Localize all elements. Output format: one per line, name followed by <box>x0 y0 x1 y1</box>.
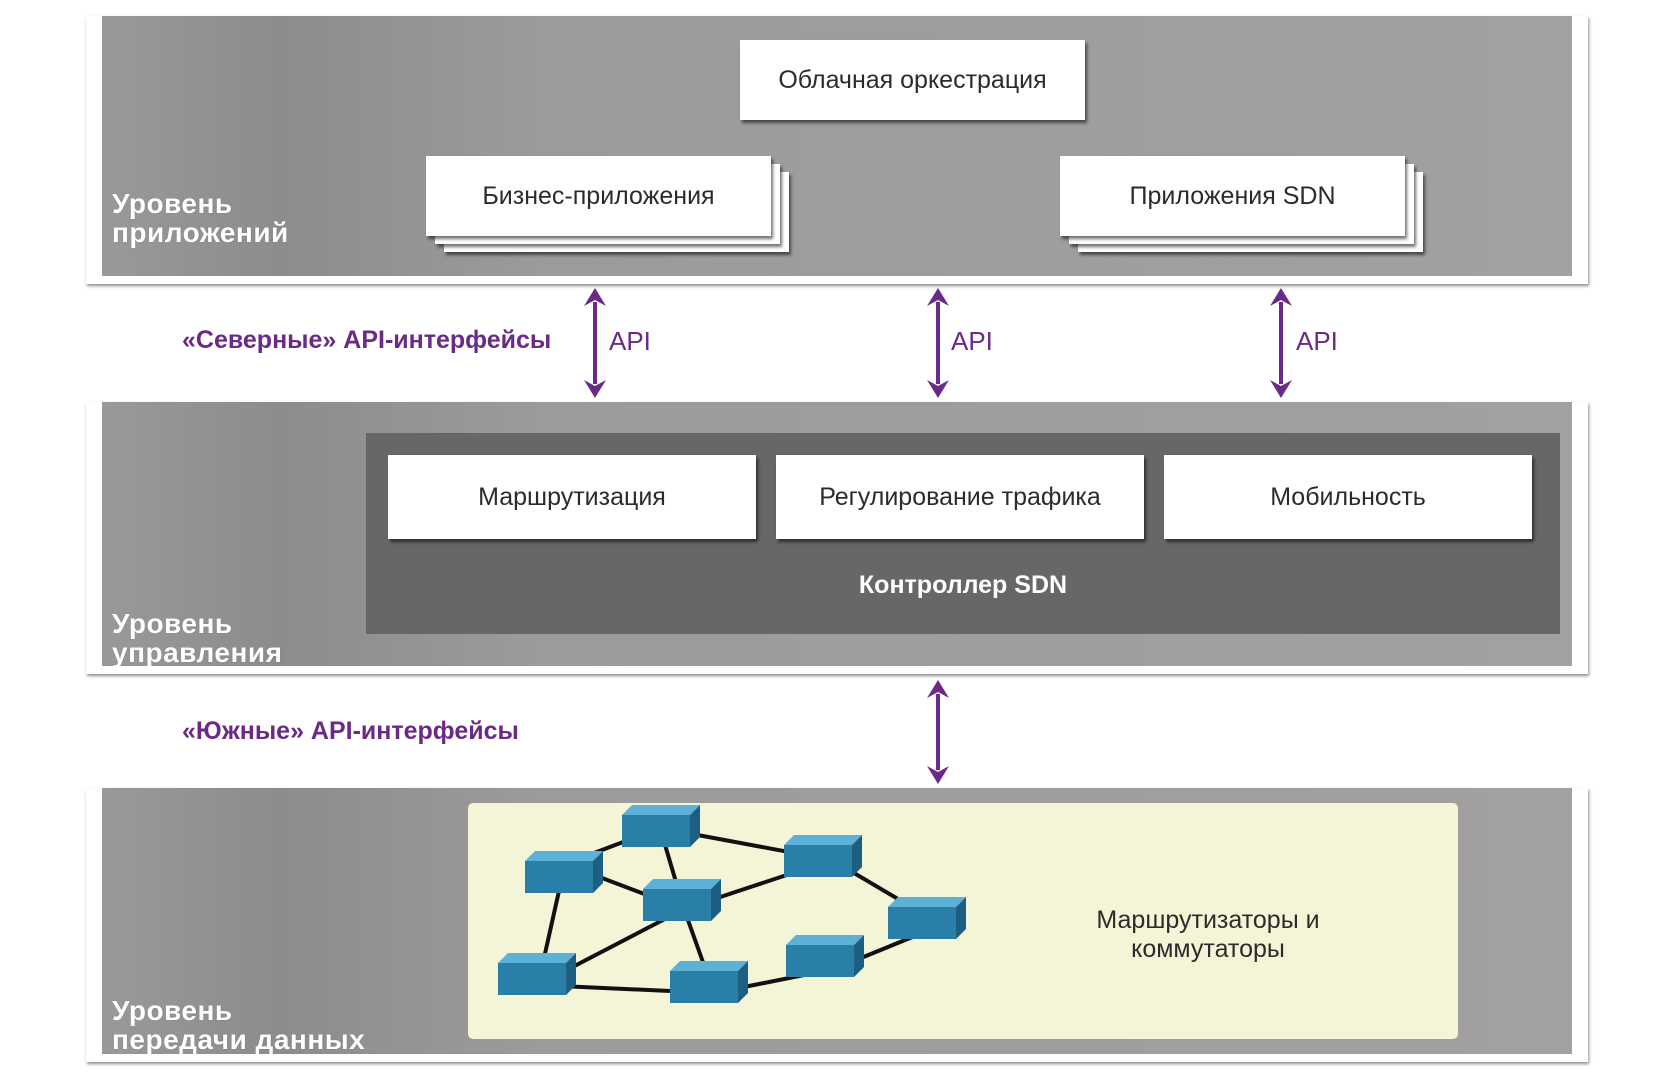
traffic-engineering-box[interactable]: Регулирование трафика <box>776 455 1144 539</box>
network-topology <box>498 805 966 1003</box>
mobility-service-label: Мобильность <box>1270 482 1426 511</box>
sdn-controller[interactable]: Маршрутизация Регулирование трафика Моби… <box>366 433 1560 634</box>
mobility-service-box[interactable]: Мобильность <box>1164 455 1532 539</box>
southbound-api-label: «Южные» API-интерфейсы <box>182 717 519 745</box>
northbound-api-label: «Северные» API-интерфейсы <box>182 326 552 354</box>
switch-3-icon <box>784 835 862 877</box>
business-apps-box[interactable]: Бизнес-приложения <box>426 156 771 236</box>
application-layer: Облачная оркестрация Бизнес-приложения П… <box>86 16 1588 284</box>
routing-service-box[interactable]: Маршрутизация <box>388 455 756 539</box>
data-layer: Маршрутизаторы и коммутаторы Уровень пер… <box>86 788 1588 1062</box>
network-devices-panel: Маршрутизаторы и коммутаторы <box>468 803 1458 1039</box>
switch-2-icon <box>525 851 603 893</box>
northbound-arrow-1 <box>584 288 606 398</box>
cloud-orchestration-label: Облачная оркестрация <box>778 65 1047 94</box>
sdn-apps-box[interactable]: Приложения SDN <box>1060 156 1405 236</box>
control-layer-title: Уровень управления <box>112 609 282 666</box>
switch-7-icon <box>786 935 864 977</box>
switch-8-icon <box>670 961 748 1003</box>
application-layer-panel: Облачная оркестрация Бизнес-приложения П… <box>102 16 1572 276</box>
control-layer-panel: Маршрутизация Регулирование трафика Моби… <box>102 402 1572 666</box>
routers-switches-label-line1: Маршрутизаторы и <box>1096 906 1320 934</box>
business-apps-label: Бизнес-приложения <box>482 181 715 210</box>
application-layer-title-line1: Уровень <box>112 188 233 219</box>
switch-1-icon <box>622 805 700 847</box>
switch-6-icon <box>498 953 576 995</box>
data-layer-title: Уровень передачи данных <box>112 996 365 1054</box>
control-layer-title-line2: управления <box>112 637 283 666</box>
cloud-orchestration-box[interactable]: Облачная оркестрация <box>740 40 1085 120</box>
southbound-arrow <box>927 680 949 784</box>
switch-5-icon <box>888 897 966 939</box>
northbound-api-text-2: API <box>951 326 993 356</box>
control-layer-title-line1: Уровень <box>112 608 233 639</box>
data-layer-title-line1: Уровень <box>112 995 233 1026</box>
northbound-arrow-3 <box>1270 288 1292 398</box>
sdn-apps-label: Приложения SDN <box>1129 181 1336 210</box>
application-layer-title: Уровень приложений <box>112 189 289 247</box>
routers-switches-label-line2: коммутаторы <box>1131 935 1285 963</box>
application-layer-title-line2: приложений <box>112 217 289 248</box>
northbound-api-text-3: API <box>1296 326 1338 356</box>
routing-service-label: Маршрутизация <box>478 482 666 511</box>
sdn-controller-label: Контроллер SDN <box>858 571 1068 599</box>
northbound-arrow-2 <box>927 288 949 398</box>
data-layer-panel: Маршрутизаторы и коммутаторы Уровень пер… <box>102 788 1572 1054</box>
northbound-api-text-1: API <box>609 326 651 356</box>
control-layer: Маршрутизация Регулирование трафика Моби… <box>86 402 1588 674</box>
traffic-engineering-label: Регулирование трафика <box>819 482 1101 511</box>
switch-4-icon <box>643 879 721 921</box>
data-layer-title-line2: передачи данных <box>112 1024 366 1054</box>
routers-switches-label: Маршрутизаторы и коммутаторы <box>1058 906 1358 964</box>
